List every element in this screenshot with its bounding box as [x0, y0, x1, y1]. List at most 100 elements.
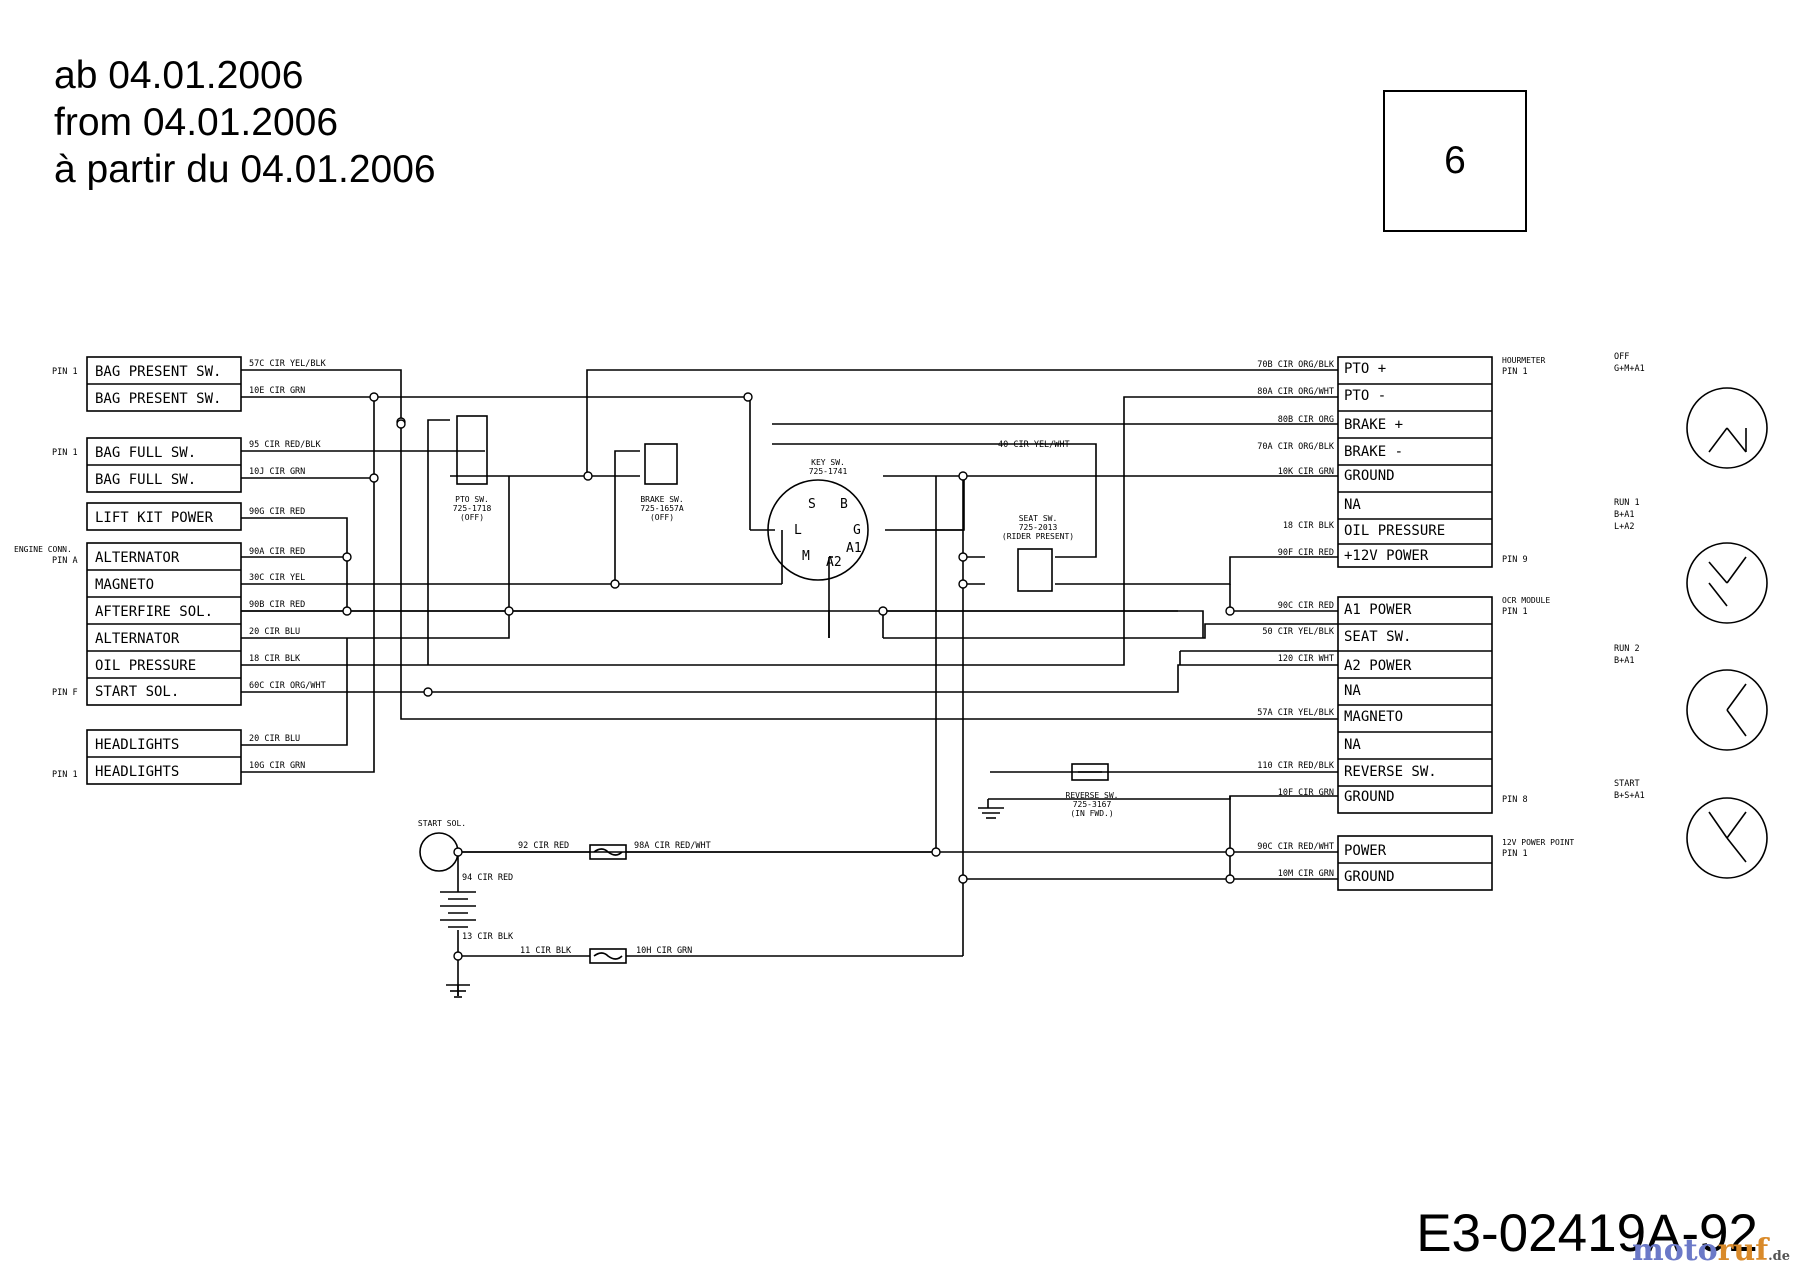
right-label: PTO -: [1344, 388, 1386, 404]
pin-label: PIN F: [52, 688, 78, 698]
pin-label: PIN 1: [52, 770, 78, 780]
left-label-bag-present-2: BAG PRESENT SW.: [95, 391, 221, 407]
wire-label: 20 CIR BLU: [249, 627, 300, 637]
right-label: NA: [1344, 737, 1361, 753]
pto-switch-state: (OFF): [460, 513, 484, 522]
pin-label: PIN 1: [52, 367, 78, 377]
pin-note: PIN 1: [1502, 849, 1528, 859]
left-label-bag-present-1: BAG PRESENT SW.: [95, 364, 221, 380]
right-label: GROUND: [1344, 789, 1395, 805]
terminal-s: S: [808, 497, 816, 512]
date-line-fr: à partir du 04.01.2006: [54, 148, 436, 191]
wire-label: 10K CIR GRN: [1278, 467, 1334, 477]
wire-label: 40 CIR YEL/WHT: [998, 440, 1070, 450]
left-label-magneto: MAGNETO: [95, 577, 154, 593]
pin-note: PIN 9: [1502, 555, 1528, 565]
left-label-start-sol: START SOL.: [95, 684, 179, 700]
left-wire-labels: 57C CIR YEL/BLK 10E CIR GRN 95 CIR RED/B…: [249, 359, 327, 771]
seat-switch-part: 725-2013: [1019, 523, 1058, 532]
watermark-part: moto: [1631, 1233, 1718, 1268]
wire-label: 60C CIR ORG/WHT: [249, 681, 326, 691]
wire-label: 70B CIR ORG/BLK: [1257, 360, 1335, 370]
pto-switch-part: 725-1718: [453, 504, 492, 513]
wire-label: 10H CIR GRN: [636, 946, 692, 956]
left-label-oil-pressure: OIL PRESSURE: [95, 658, 196, 674]
reverse-switch-label: REVERSE SW.: [1066, 791, 1119, 800]
pin-note: PIN 1: [1502, 607, 1528, 617]
hourmeter-note: HOURMETER: [1502, 356, 1546, 365]
ocr-module-note: OCR MODULE: [1502, 596, 1550, 605]
left-connector-labels: BAG PRESENT SW. BAG PRESENT SW. BAG FULL…: [95, 364, 221, 780]
wire-label: 10E CIR GRN: [249, 386, 305, 396]
right-label: NA: [1344, 683, 1361, 699]
terminal-a2: A2: [826, 555, 842, 570]
right-wire-labels: 70B CIR ORG/BLK 80A CIR ORG/WHT 80B CIR …: [1257, 360, 1335, 879]
key-position-combo: G+M+A1: [1614, 364, 1645, 374]
left-label-bag-full-1: BAG FULL SW.: [95, 445, 196, 461]
pin-label: PIN 1: [52, 448, 78, 458]
terminal-a1: A1: [846, 541, 862, 556]
left-label-headlights-1: HEADLIGHTS: [95, 737, 179, 753]
terminal-l: L: [794, 523, 802, 538]
right-label: GROUND: [1344, 869, 1395, 885]
key-switch-label: KEY SW.: [811, 458, 845, 467]
page-number: 6: [1444, 139, 1466, 182]
terminal-g: G: [853, 523, 861, 538]
wire-label: 95 CIR RED/BLK: [249, 440, 322, 450]
page-number-box: 6: [1383, 90, 1527, 232]
wire-label: 90C CIR RED/WHT: [1257, 842, 1334, 852]
wire-label: 18 CIR BLK: [1283, 521, 1335, 531]
terminal-m: M: [802, 549, 810, 564]
key-switch-part: 725-1741: [809, 467, 848, 476]
key-switch-terminals: S B L G M A1 A2: [794, 497, 862, 570]
wire-label: 57A CIR YEL/BLK: [1257, 708, 1335, 718]
right-label: BRAKE -: [1344, 444, 1403, 460]
right-label: SEAT SW.: [1344, 629, 1411, 645]
reverse-switch-state: (IN FWD.): [1070, 809, 1113, 818]
revision-date-block: ab 04.01.2006 from 04.01.2006 à partir d…: [54, 52, 436, 193]
wire-label: 90F CIR RED: [1278, 548, 1334, 558]
right-label: A2 POWER: [1344, 658, 1412, 674]
brake-switch-state: (OFF): [650, 513, 674, 522]
right-label: NA: [1344, 497, 1361, 513]
wire-label: 90B CIR RED: [249, 600, 305, 610]
watermark-logo: motoruf.de: [1632, 1233, 1790, 1268]
wire-label: 11 CIR BLK: [520, 946, 572, 956]
wire-label: 110 CIR RED/BLK: [1257, 761, 1335, 771]
wire-label: 10F CIR GRN: [1278, 788, 1334, 798]
right-connector-labels: PTO + PTO - BRAKE + BRAKE - GROUND NA OI…: [1344, 361, 1445, 885]
watermark-part: .de: [1768, 1249, 1790, 1264]
right-label: POWER: [1344, 843, 1387, 859]
wire-label: 80B CIR ORG: [1278, 415, 1334, 425]
terminal-b: B: [840, 497, 848, 512]
wire-label: 18 CIR BLK: [249, 654, 301, 664]
key-position-name: START: [1614, 779, 1640, 789]
left-label-alternator-2: ALTERNATOR: [95, 631, 180, 647]
wire-label: 70A CIR ORG/BLK: [1257, 442, 1335, 452]
key-position-combo: B+A1: [1614, 510, 1634, 520]
left-label-lift-kit: LIFT KIT POWER: [95, 510, 214, 526]
key-position-combo: B+S+A1: [1614, 791, 1645, 801]
pin-note: PIN 8: [1502, 795, 1528, 805]
left-label-bag-full-2: BAG FULL SW.: [95, 472, 196, 488]
brake-switch-part: 725-1657A: [640, 504, 684, 513]
key-position-name: RUN 1: [1614, 498, 1640, 508]
left-label-afterfire: AFTERFIRE SOL.: [95, 604, 213, 620]
key-position-combo: L+A2: [1614, 522, 1634, 532]
power-point-note: 12V POWER POINT: [1502, 838, 1574, 847]
key-position-name: RUN 2: [1614, 644, 1640, 654]
right-label: MAGNETO: [1344, 709, 1403, 725]
right-label: REVERSE SW.: [1344, 764, 1437, 780]
brake-switch-label: BRAKE SW.: [640, 495, 683, 504]
seat-switch-label: SEAT SW.: [1019, 514, 1058, 523]
lower-wire-labels: 92 CIR RED 98A CIR RED/WHT 94 CIR RED 13…: [462, 440, 1070, 956]
wire-label: 94 CIR RED: [462, 873, 513, 883]
watermark-part: ruf: [1717, 1233, 1769, 1268]
right-label: +12V POWER: [1344, 548, 1429, 564]
pin-note: PIN 1: [1502, 367, 1528, 377]
left-label-alternator: ALTERNATOR: [95, 550, 180, 566]
wires: [86, 356, 1768, 998]
wire-label: 80A CIR ORG/WHT: [1257, 387, 1334, 397]
date-line-de: ab 04.01.2006: [54, 54, 304, 97]
